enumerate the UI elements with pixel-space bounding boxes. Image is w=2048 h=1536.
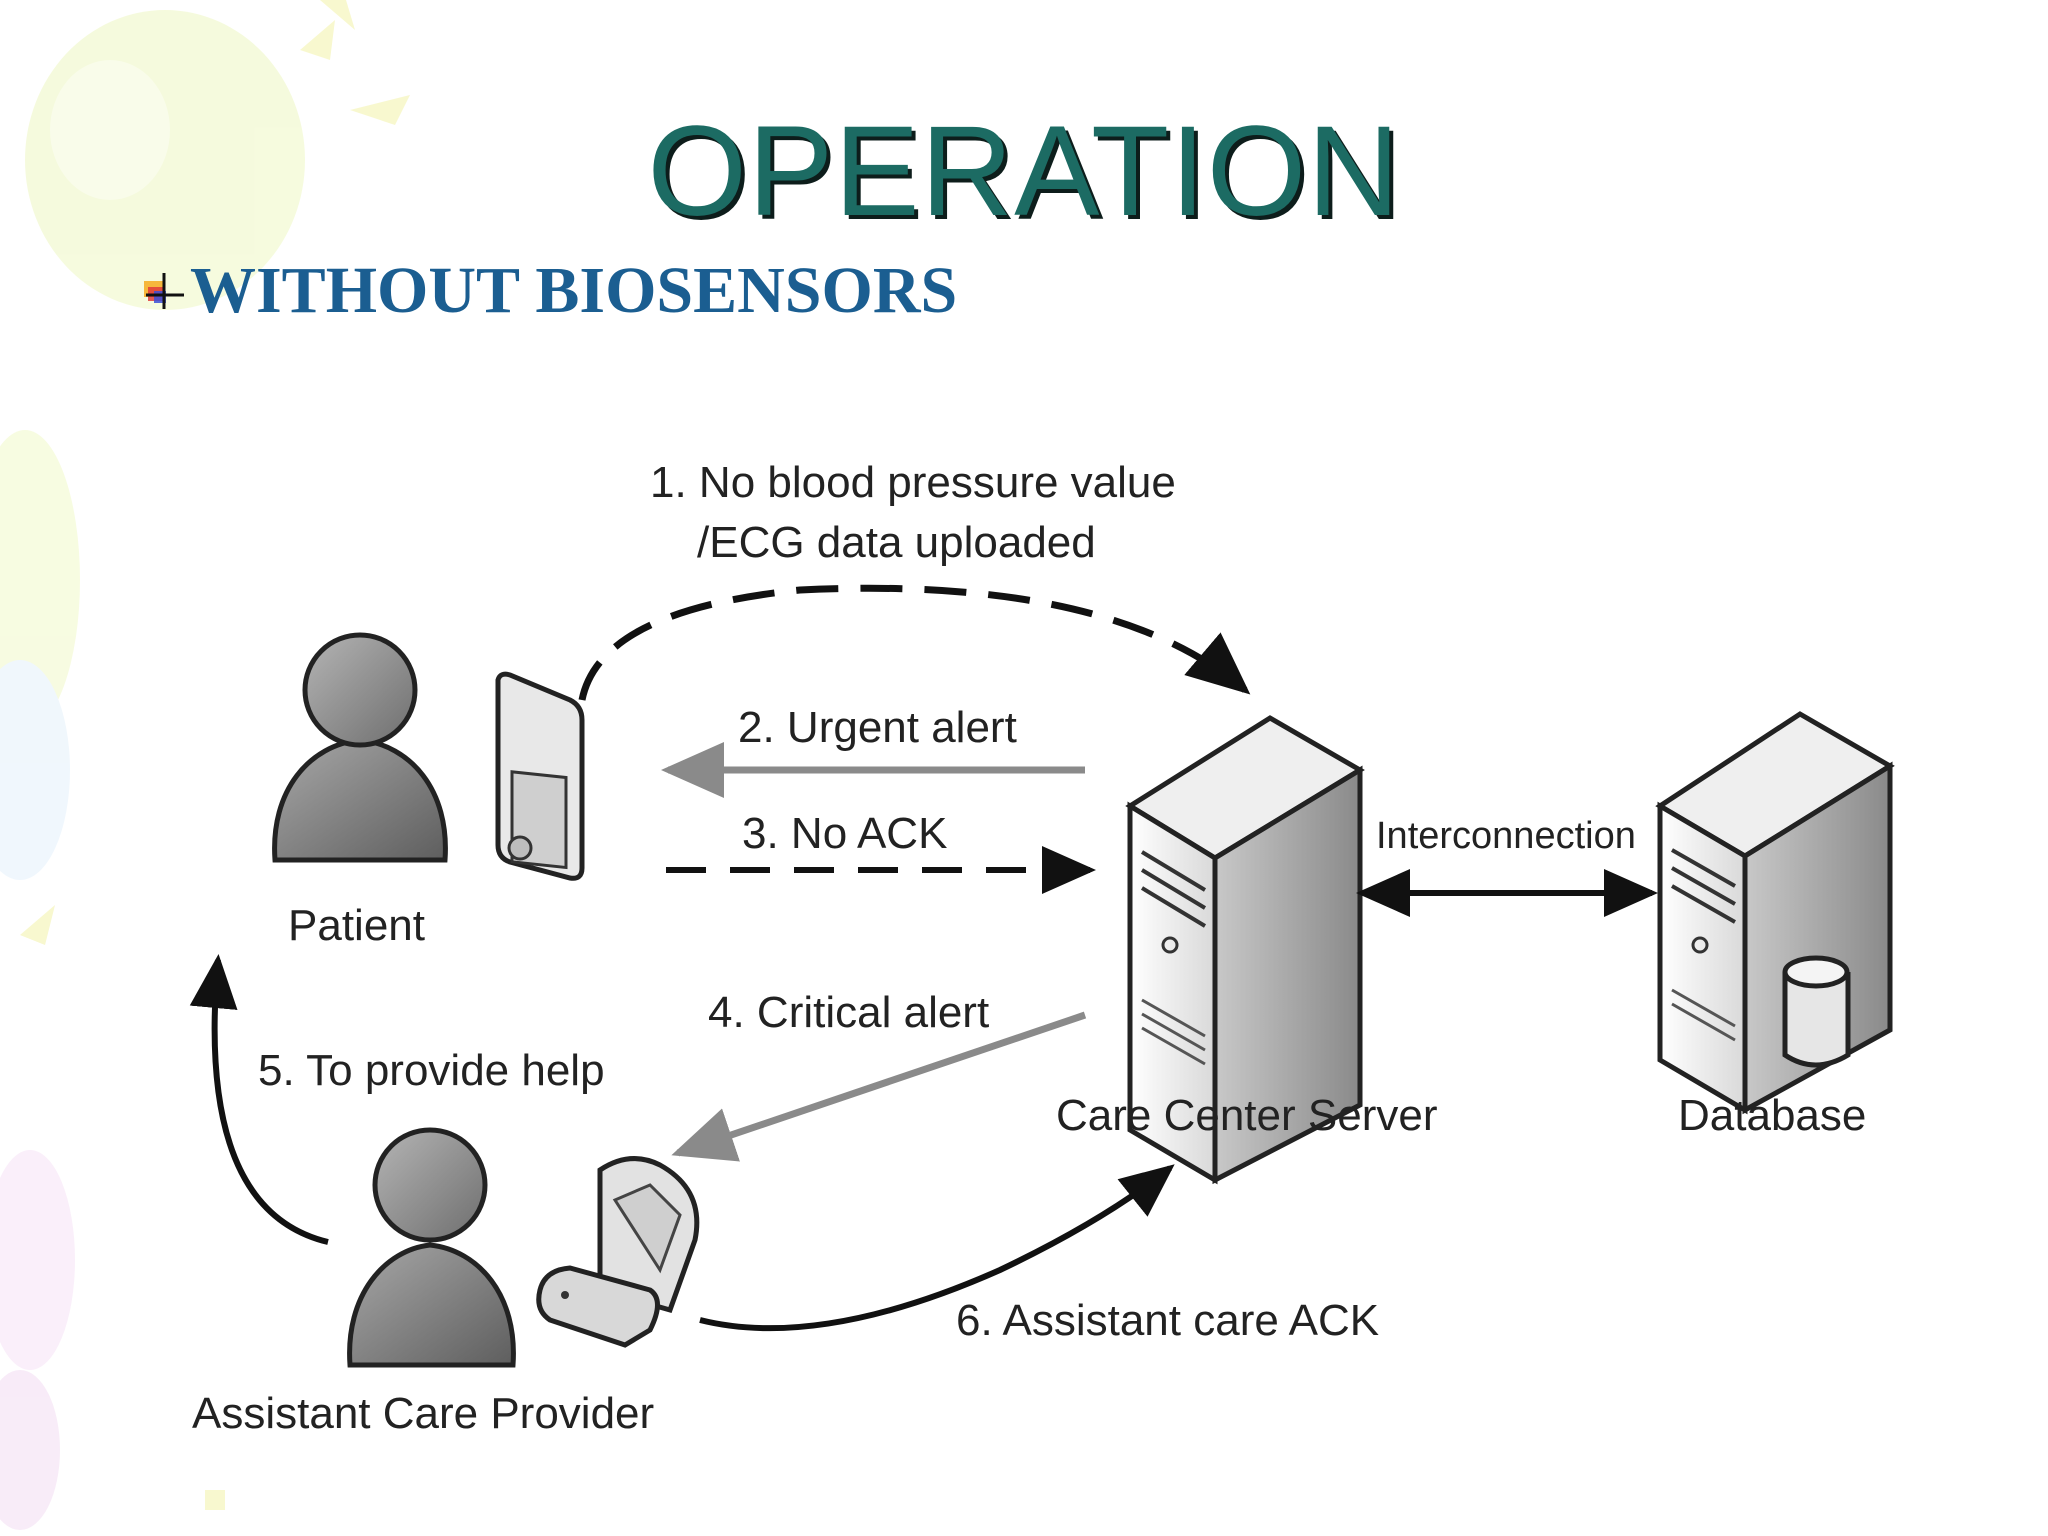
assistant-care-provider-person-icon <box>347 1127 516 1368</box>
label-database: Database <box>1678 1091 1866 1140</box>
pda-device-icon <box>495 671 585 881</box>
database-server-icon <box>1655 711 1895 1115</box>
bullet-text: WITHOUT BIOSENSORS <box>190 254 958 327</box>
label-step3: 3. No ACK <box>742 809 947 858</box>
label-step2: 2. Urgent alert <box>738 703 1017 752</box>
label-patient: Patient <box>288 901 425 950</box>
care-center-server-icon <box>1125 715 1365 1185</box>
label-step1-line1: 1. No blood pressure value <box>650 458 1176 507</box>
label-step1-line2: /ECG data uploaded <box>697 518 1096 567</box>
edge-step5-provide-help <box>189 954 329 1245</box>
label-care-center-server: Care Center Server <box>1056 1091 1437 1140</box>
bullet-item: WITHOUT BIOSENSORS <box>140 258 957 324</box>
label-step5: 5. To provide help <box>258 1046 605 1095</box>
label-step6: 6. Assistant care ACK <box>956 1296 1379 1345</box>
label-interconnection: Interconnection <box>1376 815 1636 857</box>
slide-title: OPERATION <box>647 100 1401 243</box>
plus-bullet-icon <box>144 273 184 309</box>
patient-person-icon <box>272 632 448 863</box>
edge-step1-dashed <box>578 584 1251 701</box>
label-step4: 4. Critical alert <box>708 988 989 1037</box>
edge-step6-assistant-ack <box>699 1164 1175 1332</box>
label-assistant-care-provider: Assistant Care Provider <box>192 1389 654 1438</box>
flip-phone-icon <box>536 1156 700 1348</box>
edge-step4-critical-alert <box>671 1011 1087 1162</box>
